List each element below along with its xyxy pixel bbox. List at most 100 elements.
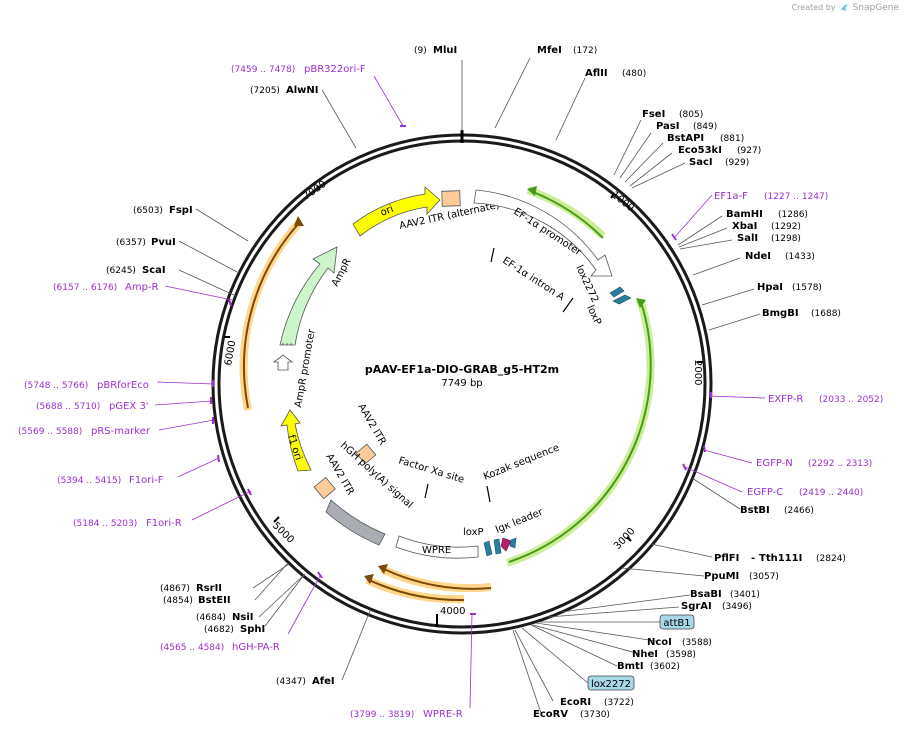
orf-arc-orange2 — [368, 579, 465, 602]
svg-text:(3057): (3057) — [749, 572, 779, 582]
svg-text:(849): (849) — [693, 122, 717, 132]
svg-text:(4867): (4867) — [160, 584, 190, 594]
svg-text:(5748 .. 5766): (5748 .. 5766) — [24, 381, 88, 391]
site-nhei: NheI (3598) — [632, 649, 696, 660]
site-mfei: MfeI (172) — [537, 45, 597, 56]
svg-text:(1688): (1688) — [811, 309, 841, 319]
primer-pbrforeco: (5748 .. 5766) pBRforEco — [24, 380, 149, 391]
svg-text:WPRE: WPRE — [422, 545, 451, 556]
primer-wpre-r: (3799 .. 3819) WPRE-R — [350, 709, 463, 720]
svg-text:5000: 5000 — [270, 520, 296, 546]
svg-text:BstAPI: BstAPI — [667, 133, 704, 144]
tick-4000: 4000 — [436, 606, 465, 627]
plasmid-title: pAAV-EF1a-DIO-GRAB_g5-HT2m — [365, 363, 559, 376]
site-sali: SalI (1298) — [737, 233, 801, 244]
svg-text:(3588): (3588) — [682, 638, 712, 648]
svg-text:BmgBI: BmgBI — [762, 308, 799, 319]
svg-text:6000: 6000 — [223, 340, 238, 367]
site-bmgbi: BmgBI (1688) — [762, 308, 841, 319]
feature-factor-xa: Factor Xa site — [397, 455, 465, 499]
svg-text:BmtI: BmtI — [617, 661, 644, 672]
site-bamhi: BamHI (1286) — [726, 209, 808, 220]
svg-text:-: - — [751, 553, 755, 564]
svg-text:lox2272: lox2272 — [591, 679, 631, 690]
svg-text:(5688 .. 5710): (5688 .. 5710) — [36, 402, 100, 412]
primer-amp-r: (6157 .. 6176) Amp-R — [53, 282, 159, 293]
site-ppumi: PpuMI (3057) — [704, 571, 779, 582]
svg-text:(6357): (6357) — [116, 238, 146, 248]
svg-text:(1286): (1286) — [778, 210, 808, 220]
primer-ef1a-f: EF1a-F (1227 .. 1247) — [714, 191, 828, 202]
primer-pgex3: (5688 .. 5710) pGEX 3' — [36, 401, 149, 412]
svg-text:(805): (805) — [679, 110, 703, 120]
svg-text:(1292): (1292) — [771, 222, 801, 232]
svg-text:2000: 2000 — [692, 360, 703, 385]
svg-text:Factor Xa site: Factor Xa site — [397, 455, 465, 485]
svg-text:AfeI: AfeI — [312, 676, 335, 687]
svg-text:PflFI: PflFI — [714, 553, 739, 564]
svg-text:Amp-R: Amp-R — [125, 282, 159, 293]
site-mlui: (9) MluI — [414, 45, 457, 56]
svg-text:(3401): (3401) — [730, 590, 760, 600]
site-bstapi: BstAPI (881) — [667, 133, 744, 144]
tick-6000: 6000 — [223, 336, 238, 367]
svg-text:4000: 4000 — [440, 606, 465, 617]
svg-text:f1 ori: f1 ori — [285, 434, 304, 462]
svg-text:EGFP-C: EGFP-C — [747, 487, 783, 498]
svg-text:(7205): (7205) — [250, 86, 280, 96]
feature-aav2-itr-2: AAV2 ITR — [313, 452, 356, 500]
svg-text:BstBI: BstBI — [740, 505, 770, 516]
site-pvui: (6357) PvuI — [116, 237, 176, 248]
site-eco53ki: Eco53kI (927) — [678, 145, 761, 156]
svg-text:EF1a-F: EF1a-F — [714, 191, 748, 202]
feature-wpre: WPRE — [395, 535, 479, 559]
svg-text:(2033 .. 2052): (2033 .. 2052) — [819, 395, 883, 405]
svg-text:AflII: AflII — [585, 68, 608, 79]
site-pflfi: PflFI - Tth111I (2824) — [714, 553, 846, 564]
orf-arc-left — [243, 221, 301, 409]
svg-text:SphI: SphI — [240, 624, 265, 635]
svg-text:pBR322ori-F: pBR322ori-F — [304, 64, 366, 75]
svg-text:F1ori-F: F1ori-F — [129, 475, 164, 486]
svg-text:(6245): (6245) — [106, 266, 136, 276]
plasmid-size: 7749 bp — [441, 378, 482, 389]
svg-text:(927): (927) — [737, 146, 761, 156]
svg-text:Igκ leader: Igκ leader — [494, 507, 545, 536]
site-ndei: NdeI (1433) — [745, 251, 815, 262]
svg-text:(3730): (3730) — [580, 710, 610, 720]
svg-text:PvuI: PvuI — [151, 237, 176, 248]
primer-f1ori-f: (5394 .. 5415) F1ori-F — [57, 475, 164, 486]
svg-text:(1298): (1298) — [771, 234, 801, 244]
svg-text:(1433): (1433) — [785, 252, 815, 262]
orf-arc-main-glow — [505, 298, 655, 567]
svg-text:(1578): (1578) — [792, 283, 822, 293]
svg-text:EXFP-R: EXFP-R — [768, 394, 803, 405]
primer-prs-marker: (5569 .. 5588) pRS-marker — [18, 426, 151, 437]
svg-text:(3722): (3722) — [604, 698, 634, 708]
svg-text:MfeI: MfeI — [537, 45, 562, 56]
site-hpai: HpaI (1578) — [757, 282, 822, 293]
svg-text:(5569 .. 5588): (5569 .. 5588) — [18, 427, 82, 437]
svg-text:PasI: PasI — [656, 121, 679, 132]
primer-marks — [210, 125, 712, 615]
svg-text:pRS-marker: pRS-marker — [91, 426, 151, 437]
svg-text:loxP: loxP — [584, 304, 603, 327]
feature-ampr: AmpR — [279, 246, 354, 346]
site-leader-lines — [178, 57, 761, 714]
svg-text:(2824): (2824) — [816, 554, 846, 564]
orf-arc-main — [508, 301, 652, 563]
site-nsii: (4684) NsiI — [196, 612, 253, 623]
site-bsteii: (4854) BstEII — [163, 595, 231, 606]
svg-text:(9): (9) — [414, 46, 427, 56]
site-sphi: (4682) SphI — [204, 624, 265, 635]
tick-5000: 5000 — [270, 516, 296, 546]
svg-text:(4347): (4347) — [276, 677, 306, 687]
feature-ori: ori — [352, 186, 441, 237]
site-ncoi: NcoI (3588) — [647, 637, 712, 648]
svg-text:(5184 .. 5203): (5184 .. 5203) — [73, 519, 137, 529]
svg-text:(5394 .. 5415): (5394 .. 5415) — [57, 476, 121, 486]
svg-text:SalI: SalI — [737, 233, 758, 244]
svg-text:(1227 .. 1247): (1227 .. 1247) — [764, 192, 828, 202]
svg-text:Kozak sequence: Kozak sequence — [482, 442, 561, 482]
